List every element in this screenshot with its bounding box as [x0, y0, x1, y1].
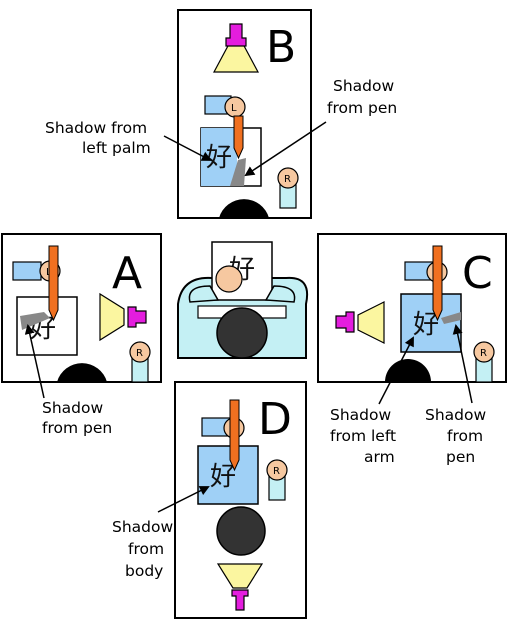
- panel-a: A 好 L R: [1, 233, 162, 383]
- annotation-text: pen: [446, 448, 475, 466]
- right-hand-icon: [266, 459, 288, 481]
- light-beam: [99, 292, 125, 342]
- annotation-text: Shadow: [42, 399, 103, 417]
- center-overhead-figure: 好: [177, 241, 308, 359]
- annotation-text: from: [447, 427, 483, 445]
- annotation-text: Shadow: [425, 406, 486, 424]
- annotation-text: from: [128, 540, 164, 558]
- annotation-text: from pen: [327, 99, 397, 117]
- annotation-arrow: [378, 336, 414, 405]
- panel-c: C 好 L R: [317, 233, 507, 383]
- annotation-arrow: [24, 324, 45, 399]
- paper-glyph: 好: [413, 310, 439, 340]
- left-arm: [188, 285, 220, 303]
- head-silhouette: [385, 359, 431, 382]
- pen-icon: [48, 245, 59, 322]
- annotation-text: Shadow: [330, 406, 391, 424]
- light-beam: [216, 563, 264, 589]
- right-hand-icon: [129, 341, 151, 363]
- right-hand-icon: [473, 341, 495, 363]
- right-hand-label: R: [136, 348, 143, 359]
- lamp-icon: [335, 311, 355, 333]
- right-hand-label: R: [273, 466, 280, 477]
- panel-d-letter: D: [258, 394, 292, 445]
- panel-d: D 好 L R: [174, 381, 307, 619]
- right-hand-label: R: [480, 348, 487, 359]
- right-hand-label: R: [284, 174, 291, 185]
- light-beam: [357, 301, 385, 344]
- left-hand-label: L: [231, 103, 237, 114]
- pen-icon: [432, 245, 443, 322]
- head-silhouette: [216, 506, 266, 556]
- annotation-text: Shadow from: [45, 119, 147, 137]
- pen-icon: [229, 399, 240, 472]
- lamp-icon: [231, 589, 249, 611]
- pen-shadow: [230, 158, 246, 186]
- pen-shadow: [441, 312, 461, 324]
- left-hand-icon: [215, 265, 243, 293]
- panel-b: B 好 L R: [177, 9, 312, 219]
- annotation-arrow: [157, 486, 210, 513]
- paper-glyph: 好: [206, 143, 232, 173]
- left-arm: [12, 261, 42, 281]
- head-silhouette: [57, 363, 107, 382]
- annotation-text: from left: [330, 427, 396, 445]
- panel-a-letter: A: [112, 248, 142, 299]
- panel-c-letter: C: [462, 248, 493, 299]
- lamp-icon: [127, 306, 147, 328]
- annotation-arrow: [163, 135, 212, 161]
- annotation-text: arm: [364, 448, 395, 466]
- annotation-text: Shadow: [333, 77, 394, 95]
- annotation-arrow: [244, 121, 327, 177]
- paper-sheet: [400, 293, 462, 353]
- pen-icon: [233, 115, 244, 160]
- paper-glyph: 好: [210, 462, 236, 492]
- lamp-icon: [225, 23, 247, 47]
- right-arm: [264, 285, 296, 303]
- head-silhouette: [219, 199, 269, 218]
- head-silhouette: [216, 307, 268, 359]
- panel-b-letter: B: [266, 22, 296, 73]
- annotation-text: from pen: [42, 419, 112, 437]
- annotation-text: left palm: [82, 139, 151, 157]
- right-hand-icon: [277, 167, 299, 189]
- annotation-text: body: [125, 562, 163, 580]
- annotation-arrow: [452, 324, 473, 404]
- annotation-text: Shadow: [112, 518, 173, 536]
